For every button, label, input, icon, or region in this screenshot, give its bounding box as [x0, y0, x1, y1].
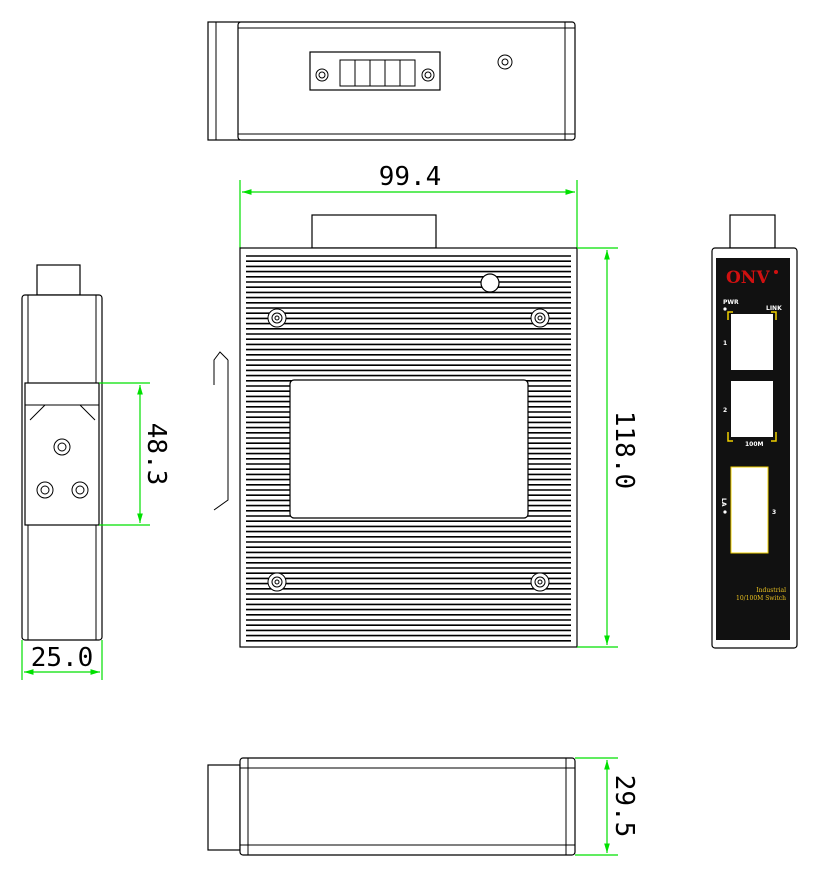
rj45-port-2[interactable]: [731, 381, 773, 437]
svg-text:10/100M Switch: 10/100M Switch: [736, 595, 786, 602]
svg-text:2: 2: [723, 407, 727, 414]
svg-text:1: 1: [723, 340, 727, 347]
svg-text:3: 3: [772, 509, 776, 516]
screw-icon: [537, 315, 543, 321]
width-value: 99.4: [379, 162, 442, 192]
height-value: 118.0: [609, 411, 639, 489]
din-clip: [213, 351, 229, 511]
screw-icon: [274, 315, 280, 321]
din-rail-value: 48.3: [141, 423, 171, 486]
side-depth-value: 25.0: [31, 643, 94, 673]
top-view: [207, 21, 576, 141]
power-terminal-connector: [309, 51, 441, 91]
side-view: 48.3 25.0: [21, 264, 171, 680]
svg-text:LA: LA: [720, 498, 727, 507]
label-area: [289, 379, 529, 519]
main-view: [213, 214, 578, 648]
svg-text:Industrial: Industrial: [756, 587, 786, 594]
ground-screw-icon: [497, 54, 513, 70]
fiber-port[interactable]: [730, 466, 769, 554]
bottom-view: 29.5: [207, 757, 639, 856]
screw-icon: [537, 579, 543, 585]
top-terminal-block: [207, 21, 241, 141]
height-dimension: 118.0: [577, 247, 639, 648]
pwr-led: [723, 307, 727, 311]
rj45-port-1[interactable]: [731, 314, 773, 370]
brand-logo: ONV: [726, 268, 770, 288]
svg-text:PWR: PWR: [723, 299, 739, 306]
bottom-depth-value: 29.5: [609, 775, 639, 838]
front-panel: ONV PWR LINK 1 2 100M LA 3 Industrial 10…: [711, 214, 798, 649]
terminal-block-top: [311, 214, 437, 249]
svg-text:100M: 100M: [745, 441, 764, 448]
svg-text:LINK: LINK: [766, 305, 782, 312]
width-dimension: 99.4: [239, 162, 578, 248]
screw-icon: [274, 579, 280, 585]
